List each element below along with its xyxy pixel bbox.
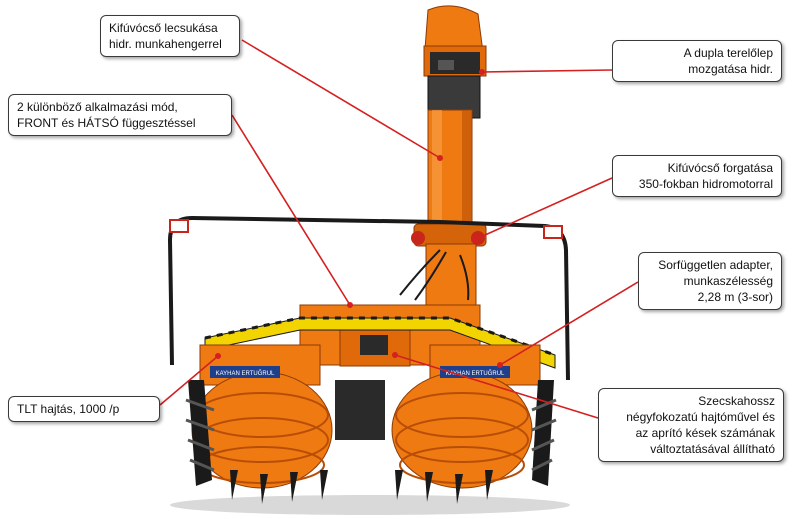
callout-line: 2 különböző alkalmazási mód, — [17, 100, 178, 114]
leader-dot-c7 — [392, 352, 398, 358]
spout-turret — [399, 223, 487, 315]
leader-dot-c6 — [215, 353, 221, 359]
leader-dot-c4 — [471, 237, 477, 243]
callout-chop-length: Szecskahossz négyfokozatú hajtóművel és … — [598, 388, 784, 462]
callout-line: FRONT és HÁTSÓ függesztéssel — [17, 116, 196, 130]
leader-c2 — [481, 69, 613, 73]
left-auger — [185, 380, 215, 486]
callout-line: A dupla terelőlep — [683, 46, 773, 60]
callout-spout-folding: Kifúvócső lecsukása hidr. munkahengerrel — [100, 15, 240, 57]
frame-hazard-right — [543, 225, 563, 239]
spout-hood — [423, 5, 487, 77]
leader-dot-c5 — [497, 362, 503, 368]
callout-line: 2,28 m (3-sor) — [697, 290, 773, 304]
leader-c6 — [159, 355, 219, 406]
center-throat — [335, 380, 385, 440]
left-header-drum — [191, 344, 333, 489]
callout-line: Sorfüggetlen adapter, — [658, 258, 773, 272]
leader-dots — [215, 69, 503, 368]
leader-lines — [159, 39, 639, 419]
leader-c5 — [499, 281, 639, 366]
frame-hazard-left — [169, 219, 189, 233]
leader-c1 — [241, 39, 441, 159]
leader-dot-c3 — [347, 302, 353, 308]
callout-line: munkaszélesség — [683, 274, 773, 288]
callout-line: Kifúvócső forgatása — [667, 161, 773, 175]
brand-plate-right: KAYHAN ERTUĞRUL — [446, 370, 505, 377]
spout-tube — [427, 109, 473, 231]
callout-line: az aprító kések számának — [635, 426, 775, 440]
callout-line: Szecskahossz — [698, 394, 775, 408]
leader-c3 — [231, 114, 351, 306]
leader-dot-c1 — [437, 155, 443, 161]
hazard-beam — [204, 316, 556, 369]
callout-deflector: A dupla terelőlep mozgatása hidr. — [612, 40, 782, 82]
callout-mounting-modes: 2 különböző alkalmazási mód, FRONT és HÁ… — [8, 94, 232, 136]
ground-shadow — [170, 495, 570, 515]
callout-line: hidr. munkahengerrel — [109, 37, 222, 51]
leader-c7 — [394, 354, 599, 419]
leader-dot-c2 — [479, 69, 485, 75]
callout-pto-drive: TLT hajtás, 1000 /p — [8, 396, 160, 422]
callout-line: 350-fokban hidromotorral — [638, 177, 773, 191]
callout-line: változtatásával állítható — [650, 442, 775, 456]
callout-line: mozgatása hidr. — [688, 62, 773, 76]
row-dividers — [230, 470, 493, 504]
callout-spout-rotation: Kifúvócső forgatása 350-fokban hidromoto… — [612, 155, 782, 197]
right-header-drum — [391, 344, 541, 489]
callout-row-independent-adapter: Sorfüggetlen adapter, munkaszélesség 2,2… — [638, 252, 782, 310]
callout-line: TLT hajtás, 1000 /p — [17, 402, 120, 416]
leader-c4 — [473, 177, 613, 241]
right-auger — [531, 380, 557, 486]
callout-line: Kifúvócső lecsukása — [109, 21, 218, 35]
brand-plate-left: KAYHAN ERTUĞRUL — [216, 370, 275, 377]
callout-line: négyfokozatú hajtóművel és — [626, 410, 775, 424]
